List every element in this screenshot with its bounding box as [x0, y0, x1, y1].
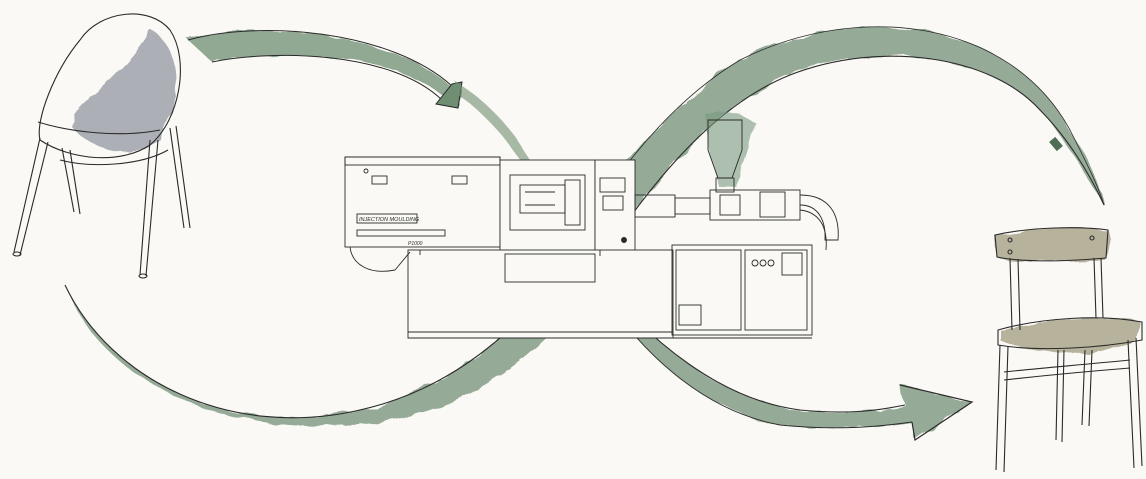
machine-panel-label: INJECTION MOULDING: [359, 217, 420, 223]
machine-model-label: P1000: [408, 241, 423, 247]
injection-moulding-machine-icon: INJECTION MOULDING P1000: [345, 111, 838, 338]
chair-shell-icon: [13, 14, 190, 278]
wooden-chair-icon: [995, 228, 1142, 472]
arrow-chair-to-machine: [188, 31, 530, 160]
